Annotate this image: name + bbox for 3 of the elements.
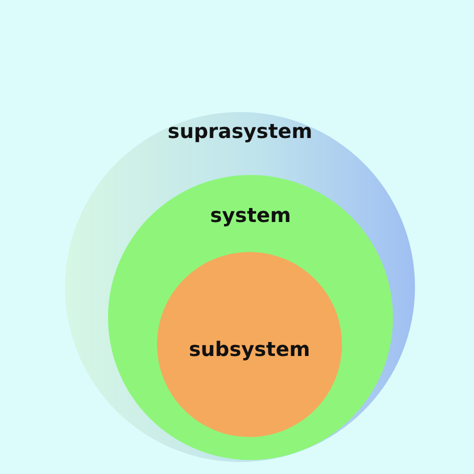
level-label: system [209, 203, 292, 227]
level-label: suprasystem [166, 119, 314, 143]
level-label: subsystem [188, 337, 312, 361]
